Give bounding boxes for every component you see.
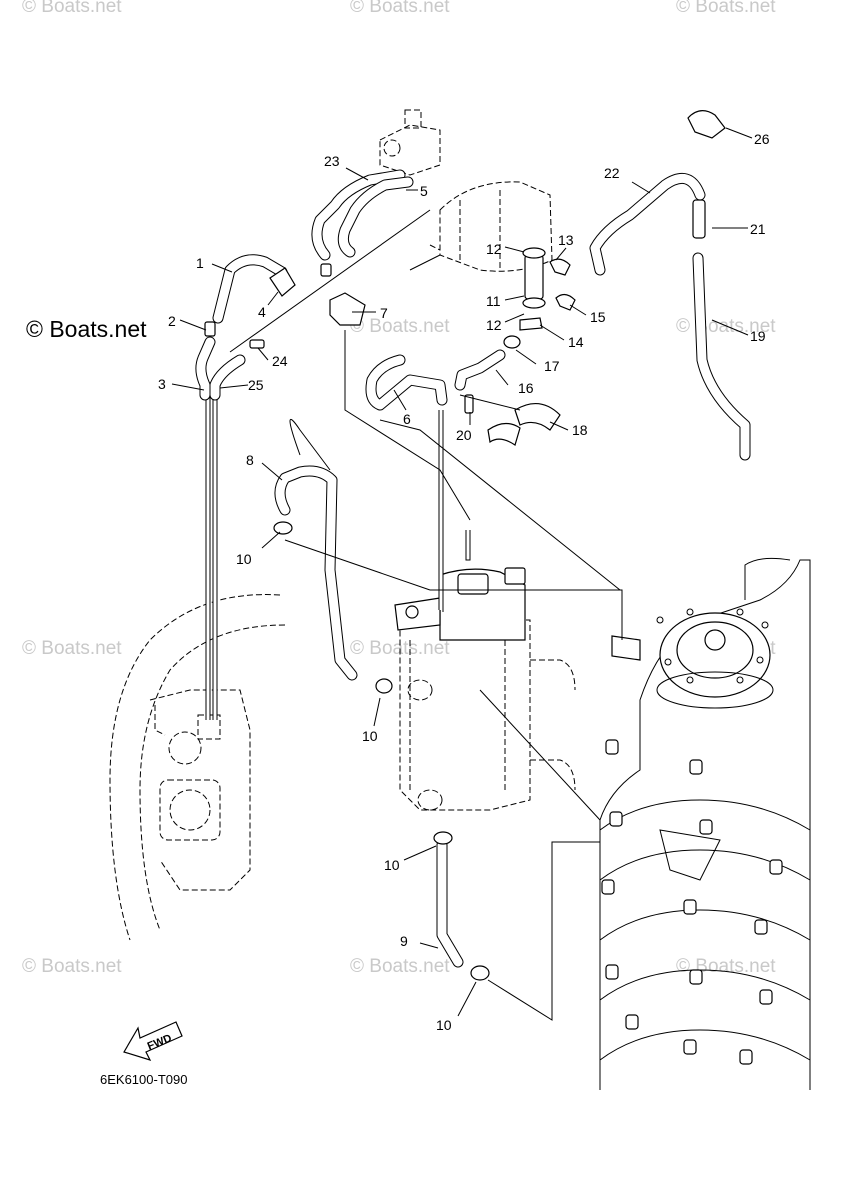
routing-lines (229, 209, 623, 1021)
callout-15: 15 (590, 309, 606, 325)
vapor-separator (394, 567, 576, 811)
callout-10: 10 (384, 857, 400, 873)
callout-18: 18 (572, 422, 588, 438)
callout-7: 7 (380, 305, 388, 321)
fwd-arrow: FWD (123, 1021, 183, 1061)
callout-5: 5 (420, 183, 428, 199)
callout-17: 17 (544, 358, 560, 374)
diagram-code: 6EK6100-T090 (100, 1072, 187, 1087)
watermark: © Boats.net (350, 956, 450, 977)
callout-14: 14 (568, 334, 584, 350)
callout-16: 16 (518, 380, 534, 396)
callout-3: 3 (158, 376, 166, 392)
callout-24: 24 (272, 353, 288, 369)
callout-13: 13 (558, 232, 574, 248)
callout-9: 9 (400, 933, 408, 949)
callout-19: 19 (750, 328, 766, 344)
intake-silhouette (109, 594, 286, 941)
callout-10: 10 (236, 551, 252, 567)
charcoal-canister (429, 181, 553, 272)
callout-26: 26 (754, 131, 770, 147)
watermark: © Boats.net (26, 316, 147, 342)
watermark: © Boats.net (676, 0, 776, 17)
watermark: © Boats.net (350, 638, 450, 659)
engine-block (599, 557, 811, 1090)
callout-12: 12 (486, 317, 502, 333)
watermark: © Boats.net (22, 0, 122, 17)
callout-23: 23 (324, 153, 340, 169)
callout-20: 20 (456, 427, 472, 443)
leader-lines (171, 127, 753, 1017)
watermark: © Boats.net (22, 638, 122, 659)
callout-11: 11 (486, 293, 501, 309)
small-parts (204, 110, 726, 981)
callout-25: 25 (248, 377, 264, 393)
watermark: © Boats.net (22, 956, 122, 977)
callout-10: 10 (436, 1017, 452, 1033)
callout-21: 21 (750, 221, 766, 237)
callout-12: 12 (486, 241, 502, 257)
callout-4: 4 (258, 304, 266, 320)
callout-labels: 1 2 3 4 5 6 7 8 9 10 10 10 10 11 12 12 1… (158, 131, 770, 1033)
callout-2: 2 (168, 313, 176, 329)
callout-1: 1 (196, 255, 204, 271)
callout-6: 6 (403, 411, 411, 427)
callout-8: 8 (246, 452, 254, 468)
callout-10: 10 (362, 728, 378, 744)
callout-22: 22 (604, 165, 620, 181)
solenoid-valve (379, 109, 441, 176)
hoses (195, 169, 751, 968)
watermark: © Boats.net (350, 316, 450, 337)
watermark: © Boats.net (350, 0, 450, 17)
